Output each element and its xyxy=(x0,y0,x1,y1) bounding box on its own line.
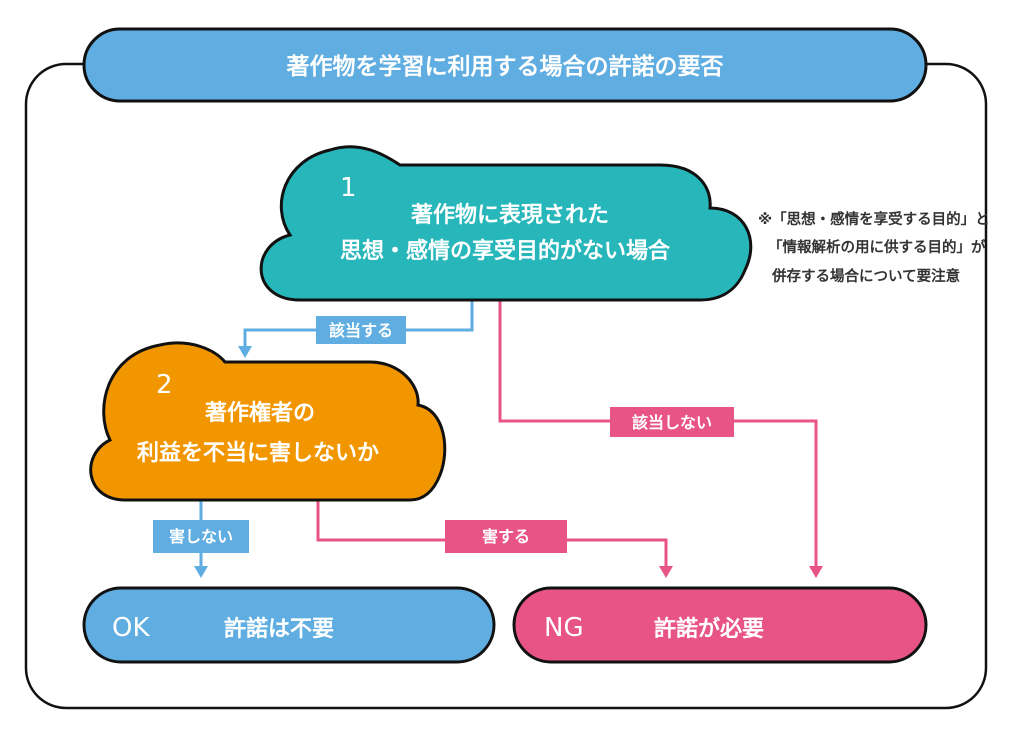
edge-label-not-applies-bg xyxy=(610,407,734,437)
result-ok-text: 許諾は不要 xyxy=(224,616,334,642)
step-1-line-2: 思想・感情の享受目的がない場合 xyxy=(340,238,671,264)
result-ng-code: NG xyxy=(544,613,584,643)
arrow-head-not-harm xyxy=(194,566,208,578)
note-line-3: 併存する場合について要注意 xyxy=(771,267,960,285)
edge-label-not-harm-bg xyxy=(153,520,249,553)
result-ng-text: 許諾が必要 xyxy=(654,616,764,642)
edge-label-harm-bg xyxy=(445,520,567,553)
page-title: 著作物を学習に利用する場合の許諾の要否 xyxy=(287,53,724,80)
edge-label-harm: 害する xyxy=(482,527,530,546)
title-pill xyxy=(82,27,928,103)
step-2-number: 2 xyxy=(156,370,173,400)
cloud-step-1 xyxy=(259,145,753,302)
edge-label-not-harm: 害しない xyxy=(169,527,233,546)
result-ng xyxy=(512,586,928,664)
step-1-line-1: 著作物に表現された xyxy=(410,202,609,228)
result-ok xyxy=(82,586,496,664)
result-ok-code: OK xyxy=(112,613,150,643)
step-2-line-1: 著作権者の xyxy=(204,400,315,426)
step-1-number: 1 xyxy=(340,173,357,203)
edge-label-applies-bg xyxy=(316,316,406,344)
cloud-step-2 xyxy=(89,341,447,502)
note-line-2: 「情報解析の用に供する目的」が xyxy=(768,238,986,256)
arrow-head-not-applies xyxy=(809,566,823,578)
arrow-head-harm xyxy=(659,566,673,578)
edge-label-applies: 該当する xyxy=(329,321,393,340)
edge-label-not-applies: 該当しない xyxy=(632,413,712,432)
step-2-line-2: 利益を不当に害しないか xyxy=(137,440,379,466)
note-line-1: ※「思想・感情を享受する目的」と xyxy=(758,210,990,228)
arrow-head-applies xyxy=(238,346,252,358)
